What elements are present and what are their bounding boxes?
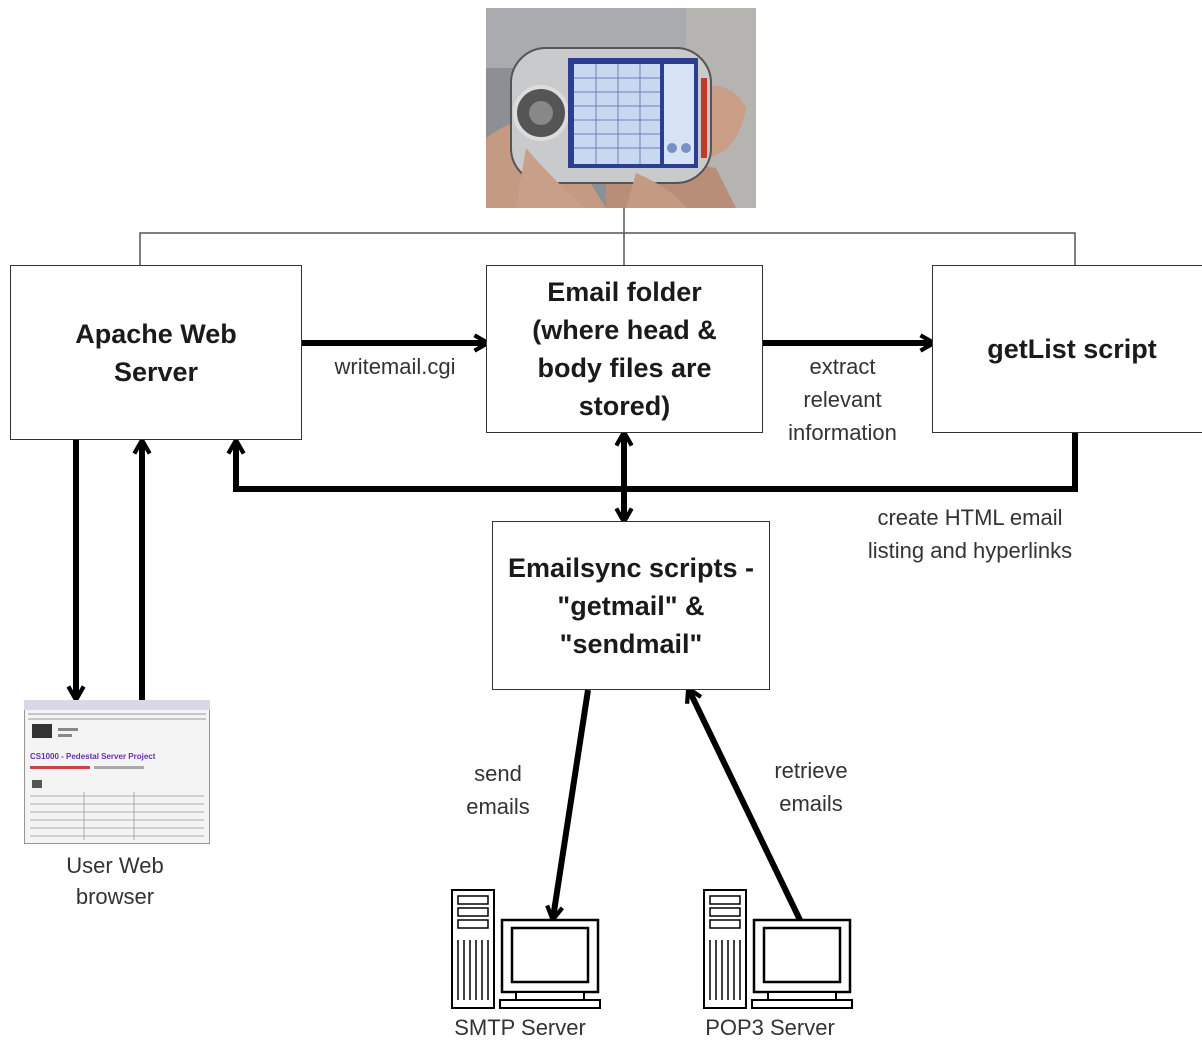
apache-web-server-label: Apache Web Server	[75, 318, 237, 387]
pop3-server-icon	[703, 889, 853, 1009]
pda-link-line	[139, 232, 1076, 265]
pda-photo	[486, 8, 756, 208]
apache-web-server-box: Apache Web Server	[10, 265, 302, 440]
user-web-browser-label: User Web browser	[66, 853, 164, 909]
retrieve-arrow	[689, 690, 803, 922]
extract-label: extract relevant information	[788, 354, 897, 445]
emailsync-scripts-label: Emailsync scripts - "getmail" & "sendmai…	[507, 552, 755, 659]
pop3-server-label: POP3 Server	[705, 1015, 835, 1040]
email-folder-box: Email folder (where head & body files ar…	[486, 265, 763, 433]
send-emails-label: send emails	[466, 761, 530, 819]
create-html-label: create HTML email listing and hyperlinks	[867, 505, 1073, 563]
browser-window-thumbnail: CS1000 - Pedestal Server Project	[24, 700, 210, 844]
getlist-script-box: getList script	[932, 265, 1202, 433]
retrieve-emails-label: retrieve emails	[774, 758, 848, 816]
create-html-arrow	[236, 430, 1078, 492]
smtp-server-label: SMTP Server	[454, 1015, 586, 1040]
email-folder-label: Email folder (where head & body files ar…	[532, 277, 717, 421]
browser-page-title: CS1000 - Pedestal Server Project	[30, 752, 156, 761]
send-arrow	[553, 689, 591, 918]
writemail-label: writemail.cgi	[334, 354, 456, 379]
smtp-server-icon	[451, 889, 601, 1009]
getlist-script-label: getList script	[987, 334, 1157, 364]
emailsync-scripts-box: Emailsync scripts - "getmail" & "sendmai…	[492, 521, 770, 690]
